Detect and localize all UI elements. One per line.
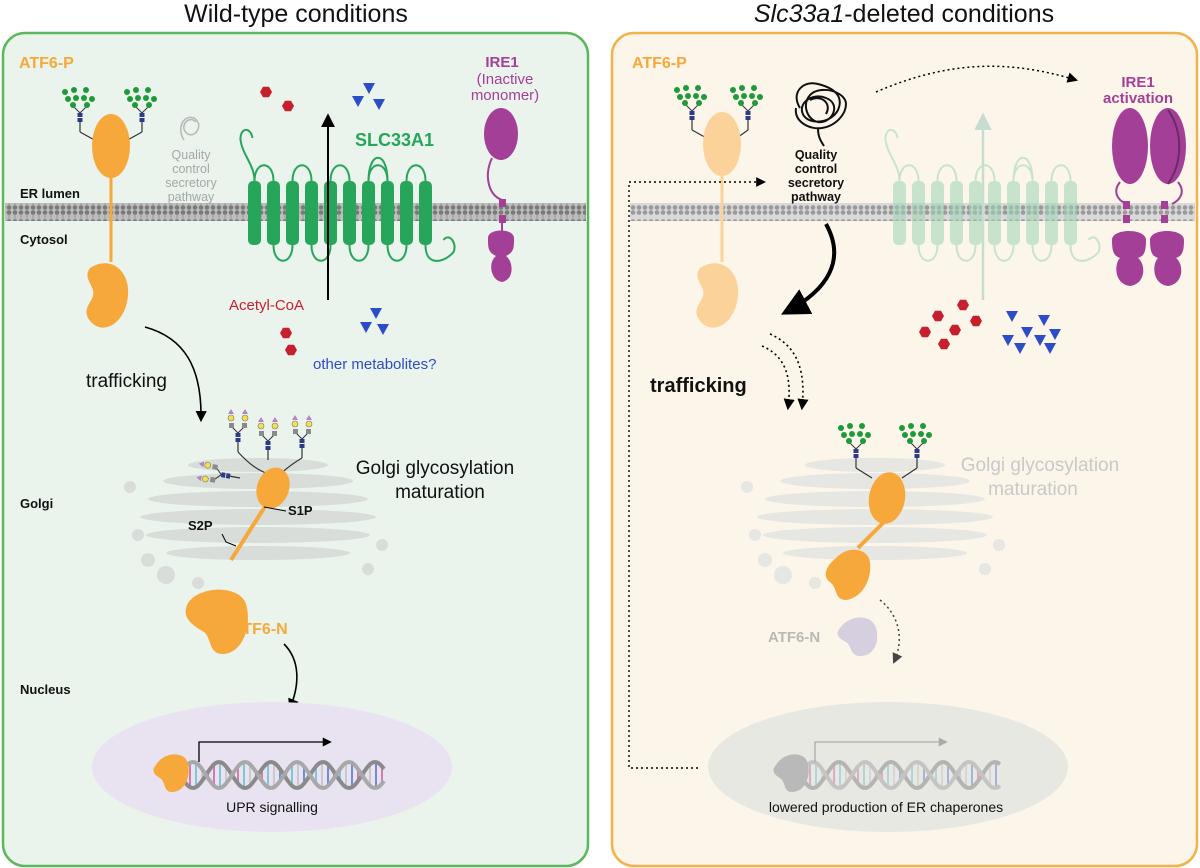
right-atf6p-protein (673, 84, 764, 328)
right-atf6n-label: ATF6-N (768, 629, 820, 646)
left-trafficking-label: trafficking (86, 371, 167, 392)
left-other-metabolites-label: other metabolites? (313, 356, 436, 373)
left-nucleus-label: Nucleus (20, 682, 71, 697)
left-qc-label-4: pathway (168, 190, 215, 204)
right-nuclear-import-arrow (879, 599, 903, 664)
left-golgi-atf6-protein (195, 408, 313, 562)
left-qc-knot-icon (179, 116, 200, 141)
left-ire1-label-2: (Inactive (477, 71, 534, 88)
right-ire1-dimer (1112, 108, 1186, 286)
left-golgi-glyc-label-2: maturation (395, 482, 485, 503)
right-ire1-label-1: IRE1 (1121, 74, 1154, 91)
left-s2p-pointer (221, 533, 237, 547)
right-qc-thick-arrow (781, 223, 837, 315)
left-title: Wild-type conditions (184, 0, 408, 28)
right-trafficking-arrow-1 (761, 345, 795, 411)
left-qc-label-2: control (172, 162, 210, 176)
right-misfolded-protein-icon (794, 82, 848, 147)
right-title-italic: Slc33a1 (754, 0, 844, 28)
right-trafficking-arrow-2 (769, 333, 809, 411)
left-trafficking-arrow (144, 326, 207, 423)
right-slc33a1-transporter-faded (884, 129, 1101, 262)
left-qc-label-3: secretory (165, 176, 217, 190)
left-s1p-label: S1P (288, 503, 313, 518)
right-atf6n-on-dna-faded (773, 754, 809, 792)
left-golgi-glyc-label-1: Golgi glycosylation (356, 458, 514, 479)
left-ire1-label-1: IRE1 (485, 54, 518, 71)
left-slc33a1-transporter (239, 129, 456, 262)
left-atf6p-protein (61, 86, 158, 328)
left-er-lumen-label: ER lumen (20, 186, 80, 201)
right-ire1-label-2: activation (1103, 90, 1173, 107)
left-atf6p-label: ATF6-P (19, 55, 74, 72)
right-atf6n-protein-faded (837, 617, 878, 656)
right-golgi-glyc-label-1: Golgi glycosylation (961, 455, 1119, 476)
left-atf6n-label: ATF6-N (232, 621, 288, 638)
left-atf6n-on-dna (153, 754, 189, 792)
right-feedback-loop-arrow (628, 177, 766, 769)
right-qc-label-1: Quality (795, 148, 837, 162)
right-golgi-glyc-label-2: maturation (988, 479, 1078, 500)
left-upr-label: UPR signalling (226, 799, 318, 815)
left-golgi-label: Golgi (20, 496, 53, 511)
right-transcription-arrow (814, 737, 948, 762)
right-golgi-atf6-protein (825, 422, 933, 600)
right-qc-label-2: control (795, 162, 837, 176)
left-s2p-label: S2P (188, 518, 213, 533)
left-atf6n-protein (185, 589, 248, 655)
left-s1p-pointer (263, 506, 287, 512)
right-trafficking-label: trafficking (650, 375, 747, 397)
right-golgi-apparatus (741, 458, 1005, 589)
left-acetylcoa-label: Acetyl-CoA (229, 297, 304, 314)
left-transcription-arrow (198, 737, 332, 762)
left-nucleus (92, 702, 452, 832)
right-lowered-label: lowered production of ER chaperones (769, 799, 1003, 815)
right-title: Slc33a1-deleted conditions (754, 0, 1054, 28)
left-dna-helix (178, 760, 386, 790)
left-ire1-monomer (484, 108, 518, 282)
left-slc33a1-label: SLC33A1 (355, 130, 434, 150)
right-atf6p-label: ATF6-P (632, 55, 687, 72)
left-panel (1, 31, 590, 868)
right-dna-helix (798, 760, 1002, 790)
left-ire1-label-3: monomer) (471, 87, 539, 104)
right-title-rest: -deleted conditions (844, 0, 1054, 28)
left-qc-label-1: Quality (172, 148, 212, 162)
left-cytosol-label: Cytosol (20, 232, 68, 247)
right-qc-label-3: secretory (788, 176, 844, 190)
left-nuclear-import-arrow (283, 643, 299, 711)
right-qc-label-4: pathway (791, 190, 841, 204)
right-ire1-activation-arrow (875, 65, 1079, 93)
